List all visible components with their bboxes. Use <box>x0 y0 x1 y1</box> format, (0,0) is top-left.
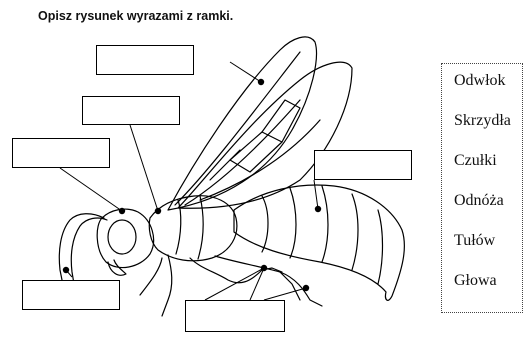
pointer-dot <box>63 267 69 273</box>
thorax-outline <box>149 196 237 261</box>
wing-vein <box>200 120 320 200</box>
answer-box-wings[interactable] <box>96 45 194 75</box>
pointer-dot <box>315 206 321 212</box>
answer-box-antennae[interactable] <box>22 280 120 310</box>
word-bank-item-legs: Odnóża <box>454 192 504 210</box>
abdomen-stripe <box>322 186 328 262</box>
leader-line-wings <box>230 62 261 82</box>
leg <box>190 258 262 283</box>
pointer-dot <box>261 265 267 271</box>
compound-eye <box>108 220 136 254</box>
leg <box>280 272 300 300</box>
leader-line-head <box>60 168 122 211</box>
abdomen-stripe <box>262 196 268 252</box>
answer-box-legs[interactable] <box>185 300 285 332</box>
word-bank-item-head: Głowa <box>454 272 497 290</box>
pointer-dot <box>258 79 264 85</box>
leg <box>140 258 162 295</box>
word-bank-item-abdomen: Odwłok <box>454 72 506 90</box>
leader-line-legs <box>250 268 264 300</box>
leg <box>162 255 172 316</box>
answer-box-abdomen[interactable] <box>314 150 412 180</box>
head-outline <box>97 209 153 267</box>
abdomen-stripe <box>290 188 296 258</box>
word-bank-item-wings: Skrzydła <box>454 112 511 130</box>
thorax-segment <box>198 196 203 259</box>
antenna <box>59 214 104 290</box>
word-bank-item-thorax: Tułów <box>454 232 495 250</box>
leader-line-thorax <box>130 125 158 211</box>
leader-line-abdomen <box>314 180 318 209</box>
pointer-dot <box>119 208 125 214</box>
word-bank: Odwłok Skrzydła Czułki Odnóża Tułów Głow… <box>441 63 523 313</box>
answer-box-head[interactable] <box>12 138 110 168</box>
hind-wing <box>178 62 352 208</box>
abdomen-stripe <box>352 194 358 270</box>
abdomen-stripe <box>378 210 383 284</box>
answer-box-thorax[interactable] <box>82 96 180 125</box>
word-bank-item-antennae: Czułki <box>454 152 497 170</box>
pointer-dot <box>155 208 161 214</box>
pointer-dot <box>303 285 309 291</box>
